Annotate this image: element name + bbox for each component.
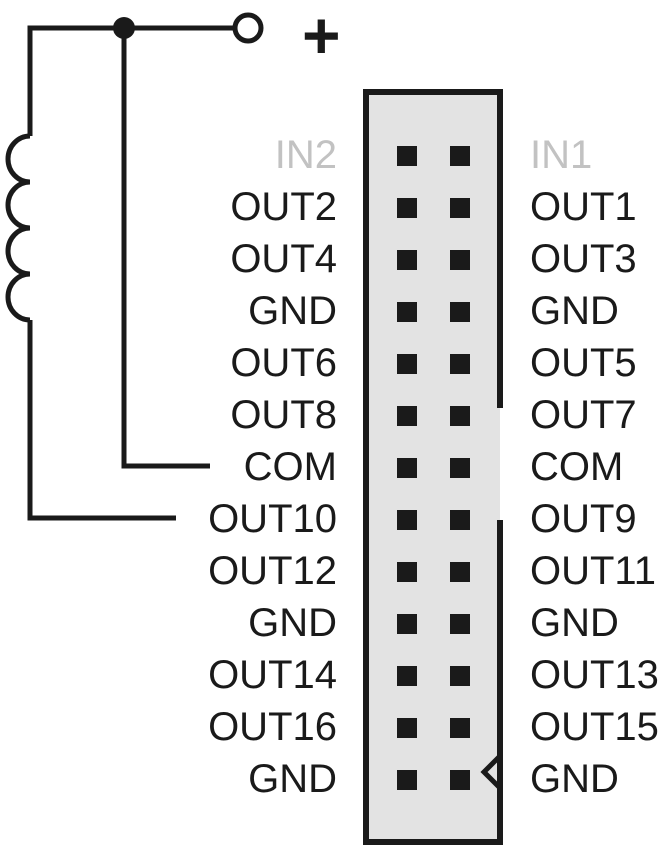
pin-square-left bbox=[397, 770, 417, 790]
pin-label-left: GND bbox=[248, 601, 337, 645]
pin-label-right: COM bbox=[530, 445, 624, 489]
pin-label-left: GND bbox=[248, 289, 337, 333]
com-wire bbox=[121, 28, 210, 469]
pin-square-left bbox=[397, 406, 417, 426]
pin-square-right bbox=[450, 146, 470, 166]
pin-label-right: OUT11 bbox=[530, 549, 656, 593]
pin-label-right: OUT15 bbox=[530, 705, 659, 749]
connector-outline bbox=[363, 89, 503, 845]
supply-terminal-icon bbox=[232, 12, 264, 44]
pin-square-right bbox=[450, 302, 470, 322]
pin-label-right: IN1 bbox=[530, 133, 593, 177]
pin-square-left bbox=[397, 198, 417, 218]
pin-square-left bbox=[397, 146, 417, 166]
coil-icon bbox=[5, 133, 31, 323]
pin1-polarity-notch bbox=[480, 754, 502, 790]
pin-square-left bbox=[397, 614, 417, 634]
pin-label-right: OUT7 bbox=[530, 393, 637, 437]
pin-label-right: OUT3 bbox=[530, 237, 637, 281]
pin-label-left: OUT16 bbox=[208, 705, 337, 749]
pin-square-right bbox=[450, 562, 470, 582]
pin-square-right bbox=[450, 458, 470, 478]
pin-label-left: OUT2 bbox=[230, 185, 337, 229]
junction-dot-icon bbox=[113, 17, 135, 39]
coil-bottom-wire bbox=[27, 320, 176, 521]
pin-label-left: OUT12 bbox=[208, 549, 337, 593]
pin-square-left bbox=[397, 250, 417, 270]
pin-square-right bbox=[450, 354, 470, 374]
pin-square-right bbox=[450, 250, 470, 270]
pin-square-right bbox=[450, 198, 470, 218]
pin-square-left bbox=[397, 666, 417, 686]
positive-supply-sign: + bbox=[302, 0, 341, 72]
pin-label-left: IN2 bbox=[274, 133, 337, 177]
pin-label-left: GND bbox=[248, 757, 337, 801]
pin-square-right bbox=[450, 510, 470, 530]
pin-label-right: OUT5 bbox=[530, 341, 637, 385]
pin-square-left bbox=[397, 354, 417, 374]
pin-label-left: OUT8 bbox=[230, 393, 337, 437]
pin-label-left: COM bbox=[243, 445, 337, 489]
pin-square-right bbox=[450, 718, 470, 738]
pin-label-left: OUT6 bbox=[230, 341, 337, 385]
pin-square-right bbox=[450, 614, 470, 634]
pin-label-right: GND bbox=[530, 289, 619, 333]
pin-square-left bbox=[397, 562, 417, 582]
coil-top-wire bbox=[27, 25, 124, 136]
connector-housing bbox=[363, 89, 503, 845]
pin-label-right: OUT9 bbox=[530, 497, 637, 541]
pin-label-right: GND bbox=[530, 757, 619, 801]
connector-body bbox=[366, 92, 500, 842]
pin-square-right bbox=[450, 666, 470, 686]
pin-label-right: GND bbox=[530, 601, 619, 645]
pin-square-left bbox=[397, 718, 417, 738]
pin-square-right bbox=[450, 770, 470, 790]
pin-square-left bbox=[397, 458, 417, 478]
connector-pins bbox=[397, 146, 470, 790]
pin-square-left bbox=[397, 302, 417, 322]
pin-square-right bbox=[450, 406, 470, 426]
pin-label-left: OUT4 bbox=[230, 237, 337, 281]
inductive-load-wiring bbox=[5, 12, 264, 521]
pin-label-left: OUT14 bbox=[208, 653, 337, 697]
pin-label-left: OUT10 bbox=[208, 497, 337, 541]
pin-square-left bbox=[397, 510, 417, 530]
pin-label-right: OUT1 bbox=[530, 185, 637, 229]
pin-label-right: OUT13 bbox=[530, 653, 659, 697]
